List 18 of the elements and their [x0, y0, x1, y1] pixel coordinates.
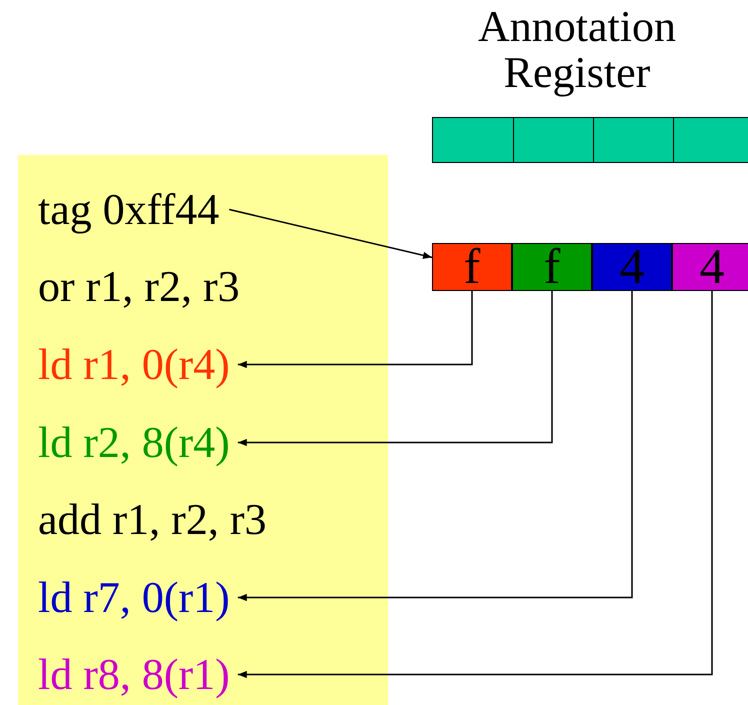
code-line: tag 0xff44 — [38, 185, 220, 235]
arrow — [238, 291, 553, 446]
code-line: add r1, r2, r3 — [38, 495, 266, 545]
arrow — [238, 291, 633, 602]
code-line: ld r8, 8(r1) — [38, 650, 230, 700]
code-line: ld r1, 0(r4) — [38, 340, 230, 390]
register-cell: f — [512, 243, 592, 291]
arrow — [238, 291, 713, 678]
register-title: Annotation Register — [477, 4, 677, 96]
register-cell: 4 — [672, 243, 748, 291]
arrow — [229, 208, 432, 259]
code-line: or r1, r2, r3 — [38, 262, 240, 312]
code-panel — [18, 155, 388, 705]
code-line: ld r2, 8(r4) — [38, 418, 230, 468]
arrow — [238, 291, 473, 368]
register-cell: 4 — [592, 243, 672, 291]
register-cell: f — [432, 243, 512, 291]
code-line: ld r7, 0(r1) — [38, 573, 230, 623]
